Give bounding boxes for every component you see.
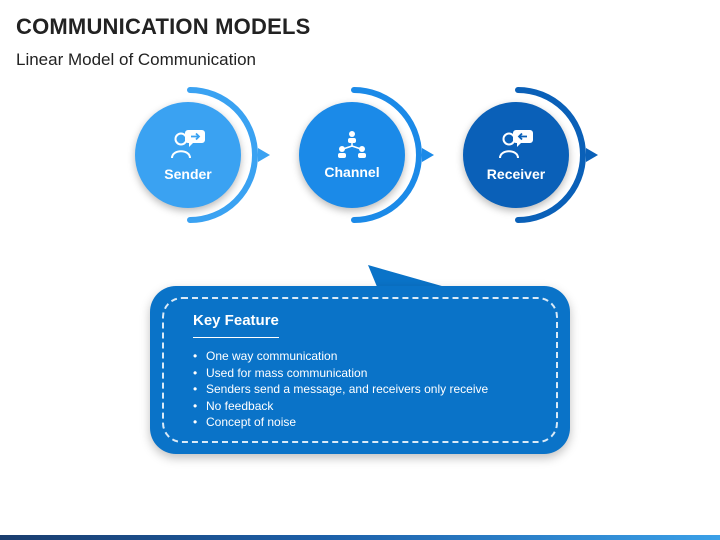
node-sender: Sender bbox=[128, 84, 276, 226]
list-item: No feedback bbox=[193, 398, 488, 415]
person-speech-in-icon bbox=[499, 130, 533, 159]
key-feature-list: One way communication Used for mass comm… bbox=[193, 348, 488, 431]
channel-circle: Channel bbox=[299, 102, 405, 208]
sender-ring bbox=[187, 87, 270, 223]
list-item: One way communication bbox=[193, 348, 488, 365]
bottom-accent-bar bbox=[0, 535, 720, 540]
receiver-label: Receiver bbox=[486, 166, 546, 182]
network-people-icon bbox=[338, 131, 366, 158]
sender-circle: Sender bbox=[135, 102, 241, 208]
channel-ring bbox=[351, 87, 434, 223]
list-item: Concept of noise bbox=[193, 414, 488, 431]
channel-label: Channel bbox=[324, 164, 380, 180]
page-title: COMMUNICATION MODELS bbox=[16, 14, 311, 39]
page-subtitle: Linear Model of Communication bbox=[16, 50, 257, 69]
key-feature-divider bbox=[193, 337, 279, 338]
list-item: Used for mass communication bbox=[193, 365, 488, 382]
person-speech-out-icon bbox=[171, 130, 205, 159]
sender-label: Sender bbox=[164, 166, 212, 182]
receiver-ring bbox=[515, 87, 598, 223]
list-item: Senders send a message, and receivers on… bbox=[193, 381, 488, 398]
key-feature-title: Key Feature bbox=[193, 312, 279, 329]
key-feature-dashed-border bbox=[162, 297, 558, 443]
node-channel: Channel bbox=[292, 84, 440, 226]
key-feature-card: Key Feature One way communication Used f… bbox=[150, 286, 570, 454]
node-receiver: Receiver bbox=[456, 84, 604, 226]
receiver-circle: Receiver bbox=[463, 102, 569, 208]
